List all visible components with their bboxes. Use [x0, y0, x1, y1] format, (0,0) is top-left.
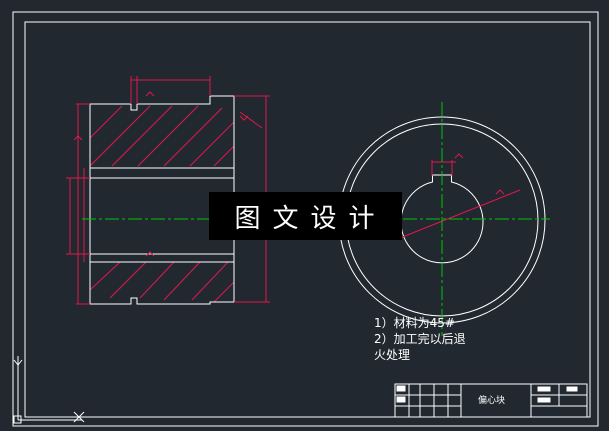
end-view-dimensions: [399, 153, 521, 239]
note-line-1: 1）材料为45#: [374, 316, 455, 330]
section-dimensions: [66, 76, 270, 305]
section-hatch: [89, 105, 235, 303]
title-block: [394, 383, 588, 418]
watermark: 图文设计: [209, 192, 402, 240]
drawing-frame: [12, 11, 599, 427]
part-name: 偏心块: [478, 396, 506, 406]
note-line-3: 火处理: [374, 348, 411, 362]
ucs-icon: [13, 356, 85, 424]
technical-notes: 1）材料为45# 2）加工完以后退 火处理: [374, 315, 466, 363]
note-line-2: 2）加工完以后退: [374, 332, 466, 346]
